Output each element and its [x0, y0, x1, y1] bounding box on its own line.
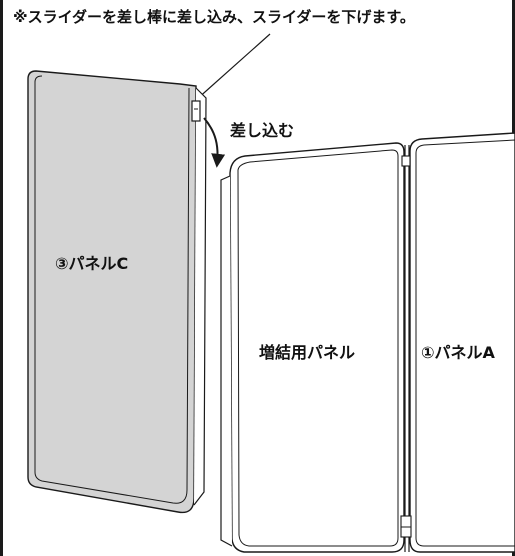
panel-a-label: ①パネルA: [421, 343, 496, 362]
instruction-note: ※スライダーを差し棒に差し込み、スライダーを下げます。: [13, 8, 415, 26]
extension-panel-label: 増結用パネル: [259, 343, 355, 362]
insert-arrow: [203, 117, 226, 168]
slider: [191, 100, 201, 122]
hinge-joint: [400, 145, 412, 552]
insert-label: 差し込む: [230, 121, 294, 140]
panel-c: [27, 70, 207, 514]
panel-c-label: ③パネルC: [55, 254, 128, 273]
extension-panel: [220, 142, 405, 553]
panel-a: [409, 132, 515, 553]
leader-line: [195, 33, 271, 101]
